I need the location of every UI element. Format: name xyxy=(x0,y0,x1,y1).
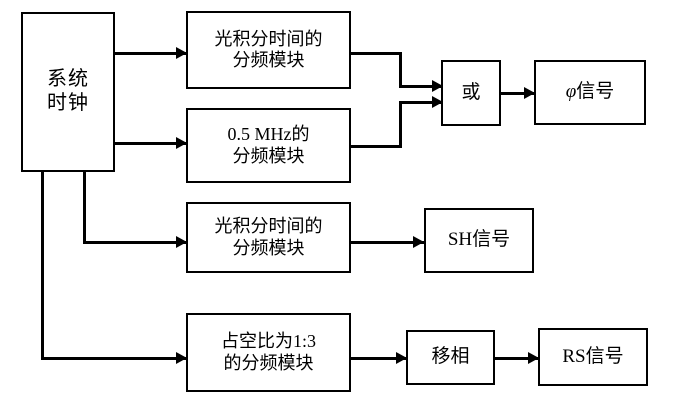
block-system-clock-line1: 系统 xyxy=(47,68,89,91)
block-duty-cycle-div[interactable]: 占空比为1:3 的分频模块 xyxy=(186,313,351,392)
block-light-integration-div-1-line1: 光积分时间的 xyxy=(214,28,323,49)
arrowhead-lightdiv1-to-or xyxy=(432,80,443,92)
wire-or-to-phi xyxy=(500,92,536,95)
block-or-gate-label: 或 xyxy=(461,81,481,103)
arrowhead-dutydiv-to-phaseshift xyxy=(396,352,407,364)
wire-lightdiv1-out xyxy=(350,52,402,55)
arrowhead-clock-to-mhzdiv xyxy=(176,137,187,149)
block-phi-signal[interactable]: φ信号 xyxy=(534,60,646,125)
block-light-integration-div-1[interactable]: 光积分时间的 分频模块 xyxy=(186,11,351,89)
arrowhead-clock-to-lightdiv2 xyxy=(176,236,187,248)
block-mhz-div-line1: 0.5 MHz的 xyxy=(227,124,310,145)
arrowhead-clock-to-lightdiv1 xyxy=(176,47,187,59)
wire-lightdiv1-down xyxy=(399,52,402,88)
block-rs-signal-label: RS信号 xyxy=(562,345,624,367)
wire-lightdiv2-to-sh xyxy=(350,241,425,244)
wire-mhzdiv-up xyxy=(399,101,402,148)
phi-signal-suffix: 信号 xyxy=(576,81,615,103)
block-light-integration-div-1-line2: 分频模块 xyxy=(232,50,305,70)
block-mhz-div[interactable]: 0.5 MHz的 分频模块 xyxy=(186,108,351,183)
block-phase-shift-label: 移相 xyxy=(431,346,470,368)
wire-mhzdiv-to-or xyxy=(399,101,443,104)
wire-dutydiv-to-phaseshift xyxy=(350,357,407,360)
block-phase-shift[interactable]: 移相 xyxy=(406,330,495,385)
block-light-integration-div-2-line1: 光积分时间的 xyxy=(214,216,323,237)
wire-mhzdiv-out xyxy=(350,145,402,148)
wire-phaseshift-to-rs xyxy=(495,357,539,360)
wire-clock-to-mhzdiv xyxy=(114,142,187,145)
block-duty-cycle-div-line2: 的分频模块 xyxy=(223,352,314,373)
wire-clock-to-lightdiv1 xyxy=(114,52,187,55)
block-phi-signal-label: φ信号 xyxy=(566,81,615,103)
arrowhead-clock-to-dutydiv xyxy=(176,352,187,364)
block-or-gate[interactable]: 或 xyxy=(441,60,501,126)
block-mhz-div-line2: 分频模块 xyxy=(232,145,305,166)
block-system-clock-line2: 时钟 xyxy=(47,92,89,114)
block-light-integration-div-2-line2: 分频模块 xyxy=(232,237,305,258)
block-rs-signal[interactable]: RS信号 xyxy=(538,328,648,386)
block-duty-cycle-div-line1: 占空比为1:3 xyxy=(220,331,316,352)
arrowhead-or-to-phi xyxy=(524,87,535,99)
wire-clock-drop-outer xyxy=(41,170,44,360)
phi-symbol: φ xyxy=(565,81,577,103)
wire-clock-drop-inner xyxy=(83,170,86,244)
arrowhead-phaseshift-to-rs xyxy=(528,352,539,364)
block-sh-signal-label: SH信号 xyxy=(447,229,511,251)
block-sh-signal[interactable]: SH信号 xyxy=(424,208,534,273)
arrowhead-mhzdiv-to-or xyxy=(432,96,443,108)
arrowhead-lightdiv2-to-sh xyxy=(413,236,424,248)
wire-lightdiv1-to-or xyxy=(399,85,443,88)
block-system-clock[interactable]: 系统 时钟 xyxy=(21,12,115,172)
wire-clock-to-lightdiv2 xyxy=(83,241,187,244)
block-light-integration-div-2[interactable]: 光积分时间的 分频模块 xyxy=(186,202,351,273)
wire-clock-to-dutydiv xyxy=(41,357,187,360)
